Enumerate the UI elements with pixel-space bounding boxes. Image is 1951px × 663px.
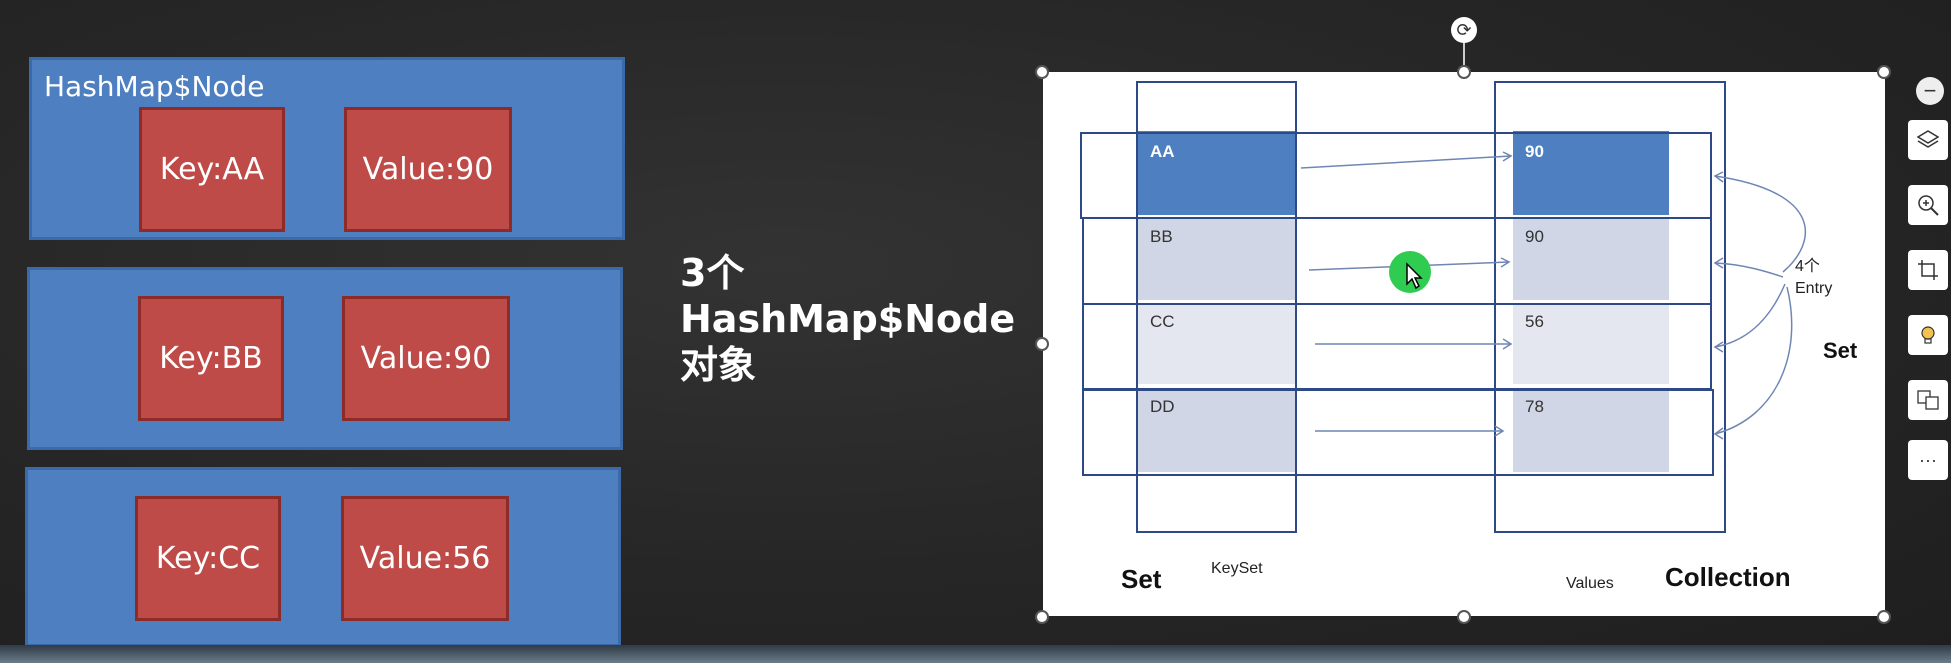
keyset-label: KeySet	[1211, 560, 1263, 577]
label-line-3: 对象	[680, 343, 757, 387]
key-cell[interactable]: Key:BB	[138, 296, 284, 421]
entry-diagram	[1080, 81, 1807, 533]
zoom-icon[interactable]	[1908, 185, 1948, 225]
translate-icon[interactable]	[1908, 380, 1948, 420]
label-line-2: HashMap$Node	[680, 297, 1016, 341]
value-78: 78	[1525, 397, 1544, 416]
embedded-diagram-image[interactable]: AA 90 BB 90 CC 56 DD 78 4个 Entry Set Set…	[1043, 72, 1885, 616]
values-label: Values	[1566, 575, 1614, 592]
rotate-handle-stem	[1463, 43, 1465, 65]
quick-toolbar: − ···	[1908, 70, 1951, 480]
resize-handle-ml[interactable]	[1035, 337, 1049, 351]
crop-icon[interactable]	[1908, 250, 1948, 290]
key-cell[interactable]: Key:AA	[139, 107, 285, 232]
resize-handle-tr[interactable]	[1877, 65, 1891, 79]
bottom-strip	[0, 645, 1951, 663]
right-set-label: Set	[1823, 338, 1858, 363]
value-90-a: 90	[1525, 142, 1544, 161]
value-cell[interactable]: Value:90	[344, 107, 512, 232]
hashmap-node-2[interactable]: Key:BB Value:90	[27, 267, 623, 450]
more-icon[interactable]: ···	[1908, 440, 1948, 480]
value-cell[interactable]: Value:90	[342, 296, 510, 421]
hashmap-node-1[interactable]: HashMap$Node Key:AA Value:90	[29, 57, 625, 240]
key-cc: CC	[1150, 312, 1175, 331]
entry-count-label: 4个	[1795, 258, 1820, 275]
key-bb: BB	[1150, 227, 1173, 246]
resize-handle-br[interactable]	[1877, 610, 1891, 624]
lightbulb-icon[interactable]	[1908, 315, 1948, 355]
node-title: HashMap$Node	[44, 70, 265, 103]
resize-handle-bm[interactable]	[1457, 610, 1471, 624]
hashmap-node-3[interactable]: Key:CC Value:56	[25, 467, 621, 647]
value-90-b: 90	[1525, 227, 1544, 246]
key-aa: AA	[1150, 142, 1175, 161]
value-cell[interactable]: Value:56	[341, 496, 509, 621]
label-line-1: 3个	[680, 251, 745, 295]
rotate-handle-icon[interactable]: ⟳	[1451, 17, 1477, 43]
key-dd: DD	[1150, 397, 1175, 416]
resize-handle-tl[interactable]	[1035, 65, 1049, 79]
key-cell[interactable]: Key:CC	[135, 496, 281, 621]
value-56: 56	[1525, 312, 1544, 331]
entry-label: Entry	[1795, 280, 1833, 297]
resize-handle-tm[interactable]	[1457, 65, 1471, 79]
node-count-label: 3个 HashMap$Node 对象	[680, 250, 1015, 388]
layers-icon[interactable]	[1908, 120, 1948, 160]
minus-icon[interactable]: −	[1916, 77, 1944, 105]
left-set-label: Set	[1121, 564, 1162, 594]
resize-handle-bl[interactable]	[1035, 610, 1049, 624]
collection-label: Collection	[1665, 562, 1791, 592]
